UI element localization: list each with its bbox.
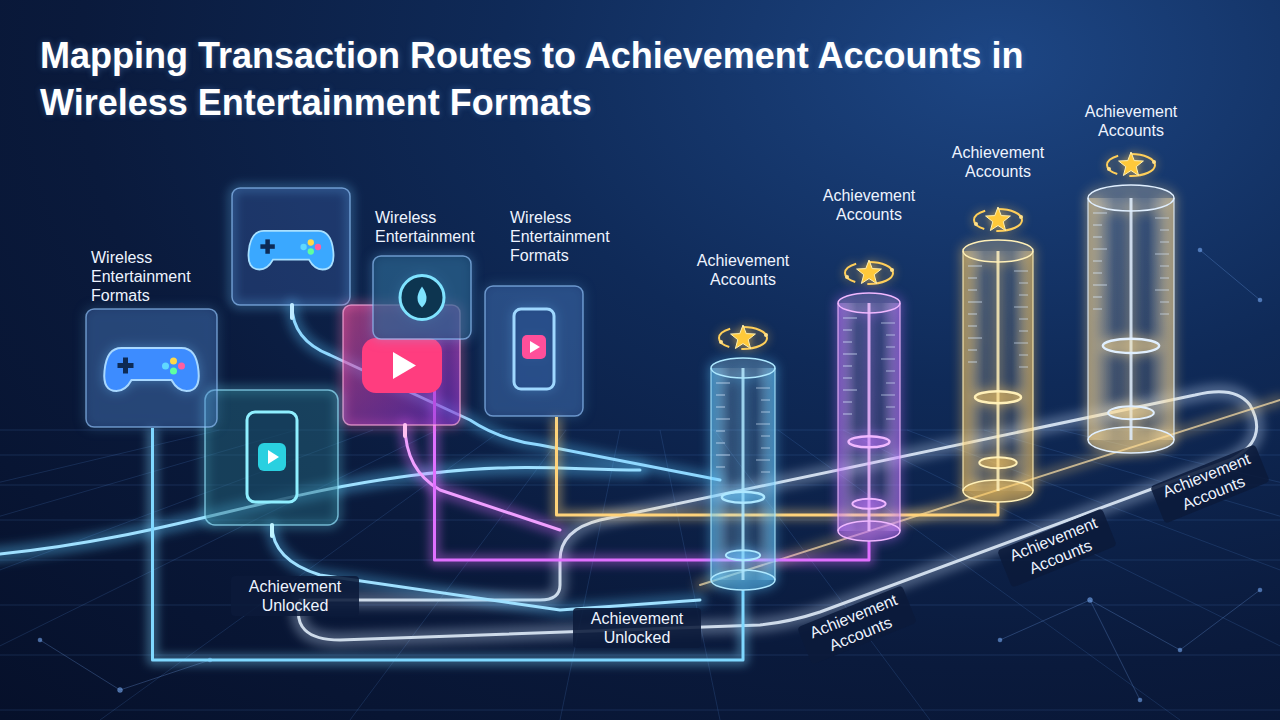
format-label: Wireless Entertainment Formats (91, 248, 216, 305)
glass-cylinder (710, 358, 776, 590)
track-label: Achievement Accounts (797, 585, 917, 664)
glass-cylinder (962, 240, 1034, 502)
star-holder (804, 224, 934, 293)
network-dots (38, 248, 1262, 702)
star-holder (933, 181, 1063, 240)
icon-panel (484, 285, 584, 417)
icon-panel-art (484, 285, 584, 417)
icon-panel (85, 308, 218, 428)
star-badge (1066, 140, 1196, 185)
format-label: Wireless Entertainment Formats (510, 208, 630, 265)
account-cylinder: Achievement Accounts (1066, 102, 1196, 453)
track-label: Achievement Accounts (1150, 444, 1270, 523)
gamepad-panel (232, 188, 350, 318)
star-badge (804, 224, 934, 293)
diagram-title: Mapping Transaction Routes to Achievemen… (40, 32, 1115, 126)
glass-cylinder (837, 293, 901, 541)
format-panel: Wireless Entertainment Formats (85, 248, 220, 428)
account-label: Achievement Accounts (683, 251, 803, 289)
glass-cylinder (1087, 185, 1175, 453)
star-badge (678, 289, 808, 358)
track-label: Achievement Unlocked (231, 576, 359, 616)
icon-panel-art (372, 255, 472, 340)
cylinder-holder (804, 293, 934, 541)
account-label: Achievement Accounts (809, 186, 929, 224)
cylinder-holder (933, 240, 1063, 502)
account-label: Achievement Accounts (1071, 102, 1191, 140)
floor-grid (0, 430, 1280, 720)
transaction-route (557, 417, 999, 515)
phone-panel (205, 390, 338, 536)
account-cylinder: Achievement Accounts (933, 143, 1063, 502)
icon-panel-art (85, 308, 218, 428)
cylinder-holder (678, 358, 808, 590)
icon-panel (372, 255, 472, 340)
account-cylinder: Achievement Accounts (804, 186, 934, 541)
account-cylinder: Achievement Accounts (678, 251, 808, 590)
format-label: Wireless Entertainment (375, 208, 495, 246)
route-glow (557, 417, 999, 515)
account-label: Achievement Accounts (938, 143, 1058, 181)
star-holder (1066, 140, 1196, 185)
star-holder (678, 289, 808, 358)
cylinder-holder (1066, 185, 1196, 453)
track-label: Achievement Unlocked (573, 608, 701, 648)
track-label: Achievement Accounts (997, 508, 1117, 587)
star-badge (933, 181, 1063, 240)
format-panel: Wireless Entertainment (372, 208, 497, 340)
format-panel: Wireless Entertainment Formats (484, 208, 629, 417)
